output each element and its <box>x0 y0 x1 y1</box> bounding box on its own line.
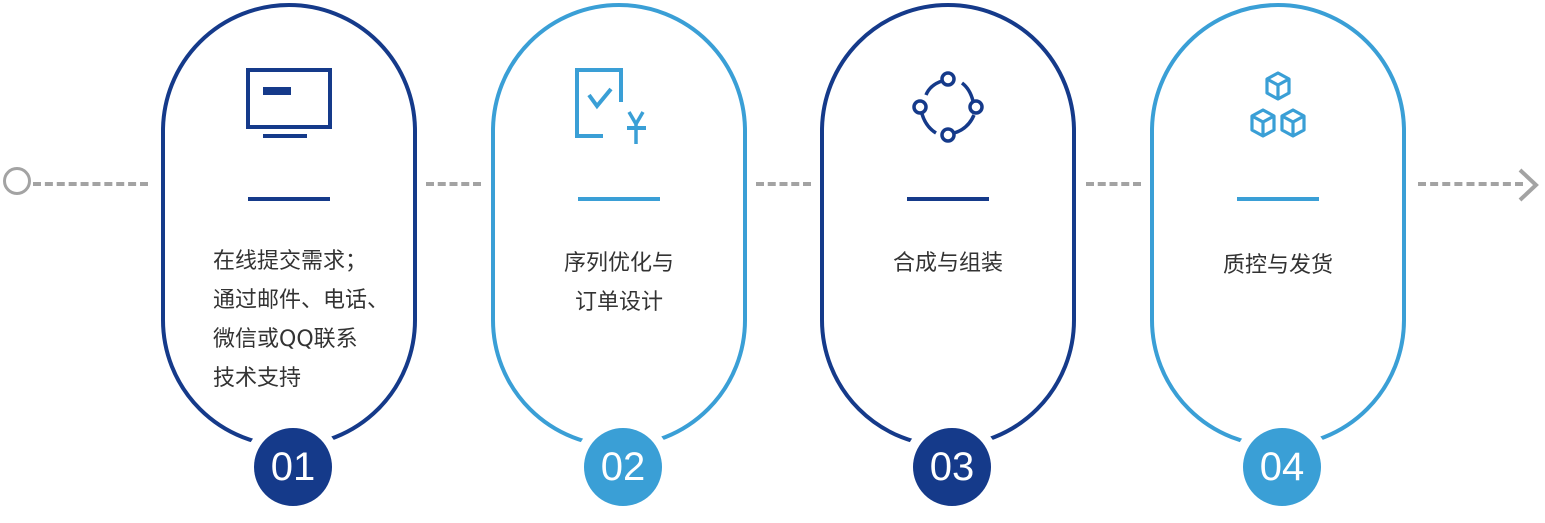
step-description: 质控与发货 <box>1154 246 1402 285</box>
text-line: 订单设计 <box>574 290 663 315</box>
connector-line <box>1086 182 1141 186</box>
connector-line <box>33 182 148 186</box>
step-description: 序列优化与 订单设计 <box>495 244 743 322</box>
step-card-2: 序列优化与 订单设计 <box>491 3 747 448</box>
step-description: 合成与组装 <box>824 244 1072 283</box>
step-number-badge: 02 <box>574 418 672 516</box>
step-card-4: 质控与发货 <box>1150 3 1406 448</box>
order-checkout-icon <box>575 68 646 144</box>
text-line: 质控与发货 <box>1222 253 1333 278</box>
step-card-3: 合成与组装 <box>820 3 1076 448</box>
synthesis-cycle-icon <box>912 71 984 143</box>
step-number-badge: 01 <box>244 418 342 516</box>
text-line: 序列优化与 <box>563 251 674 276</box>
divider <box>907 197 989 201</box>
divider <box>248 197 330 201</box>
text-line: 微信或QQ联系 <box>213 327 358 352</box>
step-number-badge: 03 <box>903 418 1001 516</box>
package-boxes-icon <box>1250 71 1306 138</box>
step-number-badge: 04 <box>1233 418 1331 516</box>
text-line: 合成与组装 <box>892 251 1003 276</box>
connector-line <box>426 182 481 186</box>
step-card-1: 在线提交需求； 通过邮件、电话、 微信或QQ联系 技术支持 <box>161 3 417 448</box>
text-line: 技术支持 <box>213 366 302 391</box>
connector-line <box>1418 182 1523 186</box>
arrow-right-icon <box>1518 168 1539 202</box>
connector-line <box>756 182 811 186</box>
divider <box>1237 197 1319 201</box>
divider <box>578 197 660 201</box>
text-line: 通过邮件、电话、 <box>213 288 390 313</box>
text-line: 在线提交需求； <box>213 249 368 274</box>
start-circle-icon <box>3 167 31 195</box>
step-description: 在线提交需求； 通过邮件、电话、 微信或QQ联系 技术支持 <box>165 242 413 398</box>
monitor-icon <box>246 68 332 138</box>
